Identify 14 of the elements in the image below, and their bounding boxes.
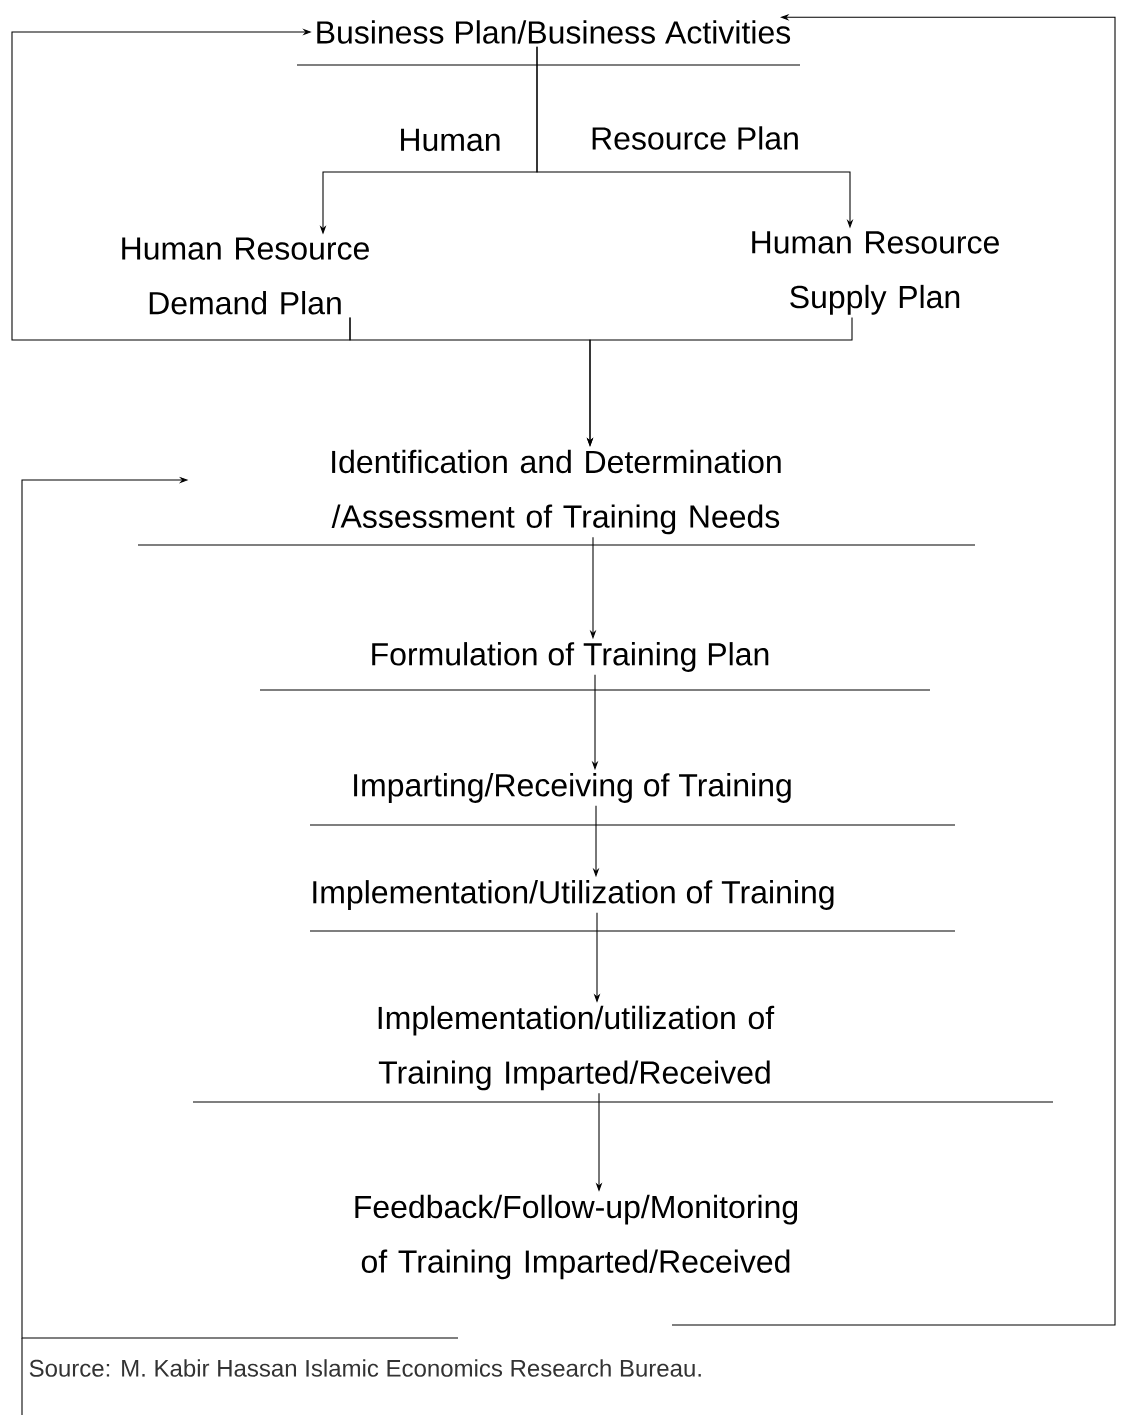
- underlined-text: Human Resource Supply Plan: [752, 231, 999, 315]
- label-text: Resource Plan: [592, 126, 798, 150]
- underlined-text: Implementation/utilization of Training Imparted/Received: [192, 1005, 1054, 1103]
- source-note: Source: M. Kabir Hassan Islamic Economics Research Bureau.: [29, 1359, 701, 1377]
- underlined-text: Human Resource Demand Plan: [122, 237, 369, 315]
- underlined-text: Business Plan/Business Activities: [296, 20, 801, 66]
- underlined-text: Feedback/Follow-up/Monitoring of Training Imparted/Received: [355, 1194, 798, 1280]
- underlined-text: Implementation/Utilization of Training: [309, 880, 956, 932]
- arrow: [11, 28, 351, 341]
- arrow: [21, 476, 459, 1339]
- underlined-text: Formulation of Training Plan: [259, 642, 931, 691]
- label-text: Human: [401, 128, 500, 152]
- underlined-text: Identification and Determination /Assessment of Training Needs: [137, 449, 976, 546]
- underlined-text: Imparting/Receiving of Training: [309, 773, 956, 826]
